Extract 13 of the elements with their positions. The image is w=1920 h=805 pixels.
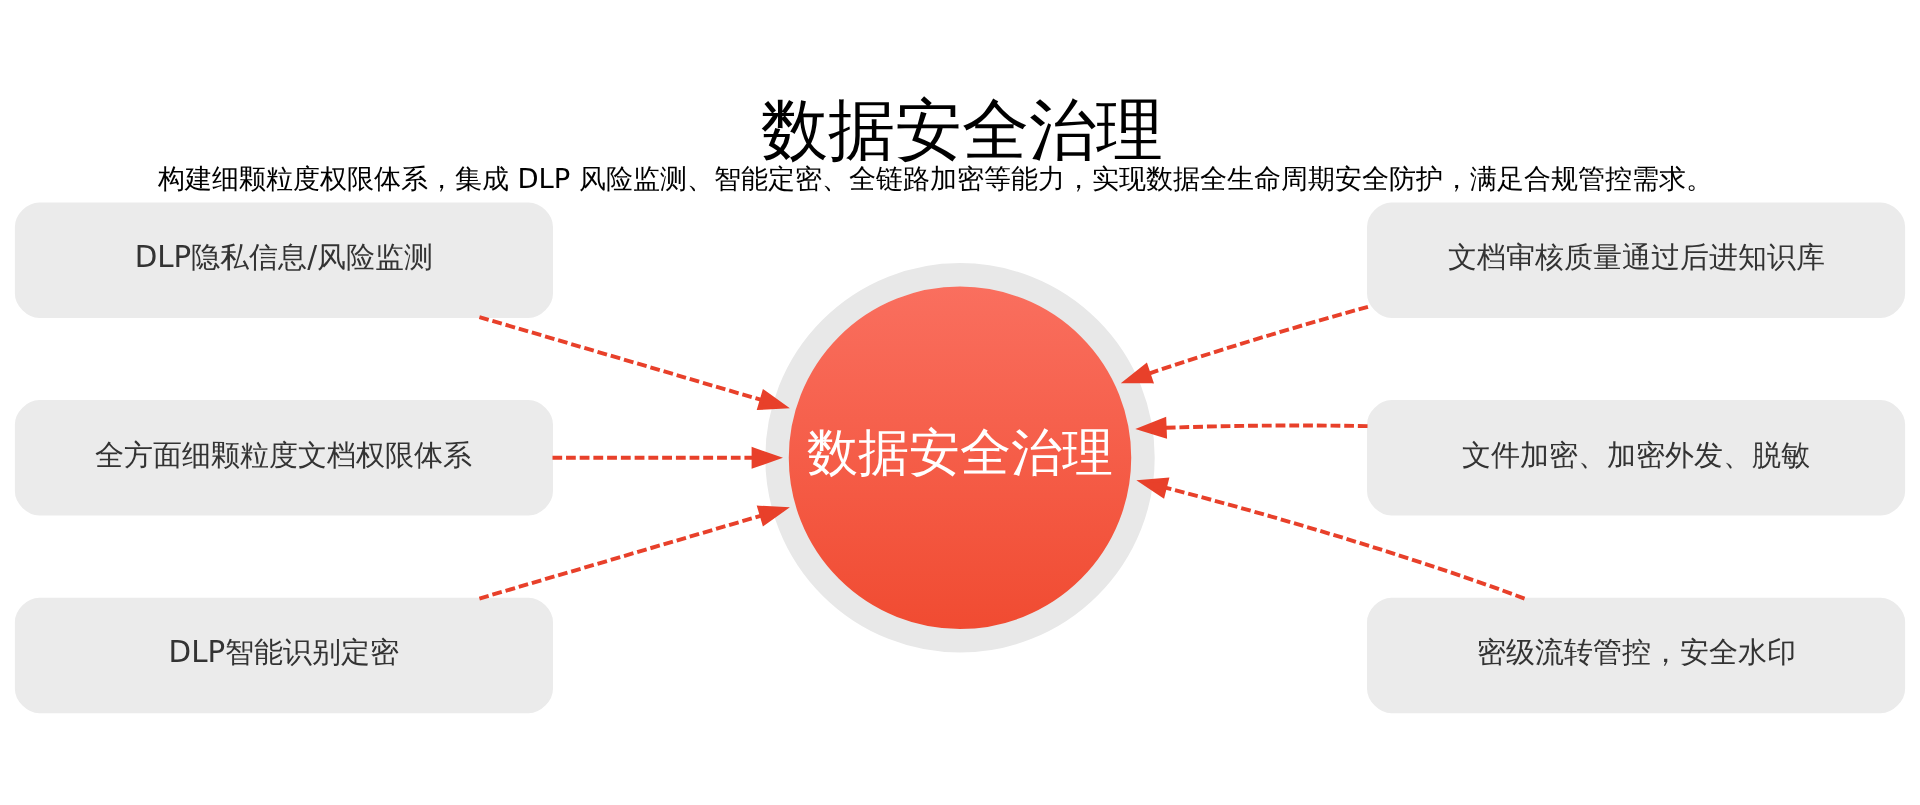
arrow <box>478 505 790 600</box>
caption: 构建细颗粒度权限体系，集成 DLP 风险监测、智能定密、全链路加密等能力，实现数据全生命周期安全防护，满足合规管控需求。 <box>157 162 1713 194</box>
arrow <box>1136 476 1526 600</box>
node-box: DLP隐私信息/风险监测 <box>14 201 553 318</box>
node-box: 文件加密、加密外发、脱敏 <box>1367 399 1906 515</box>
arrow <box>552 446 783 469</box>
arrow <box>1135 416 1368 439</box>
arrow <box>1120 304 1369 383</box>
node-box: 密级流转管控，安全水印 <box>1367 597 1906 713</box>
node-box: DLP智能识别定密 <box>14 597 553 713</box>
node-box: 文档审核质量通过后进知识库 <box>1367 201 1906 318</box>
node-box: 全方面细颗粒度文档权限体系 <box>14 399 553 515</box>
arrow <box>478 314 790 410</box>
